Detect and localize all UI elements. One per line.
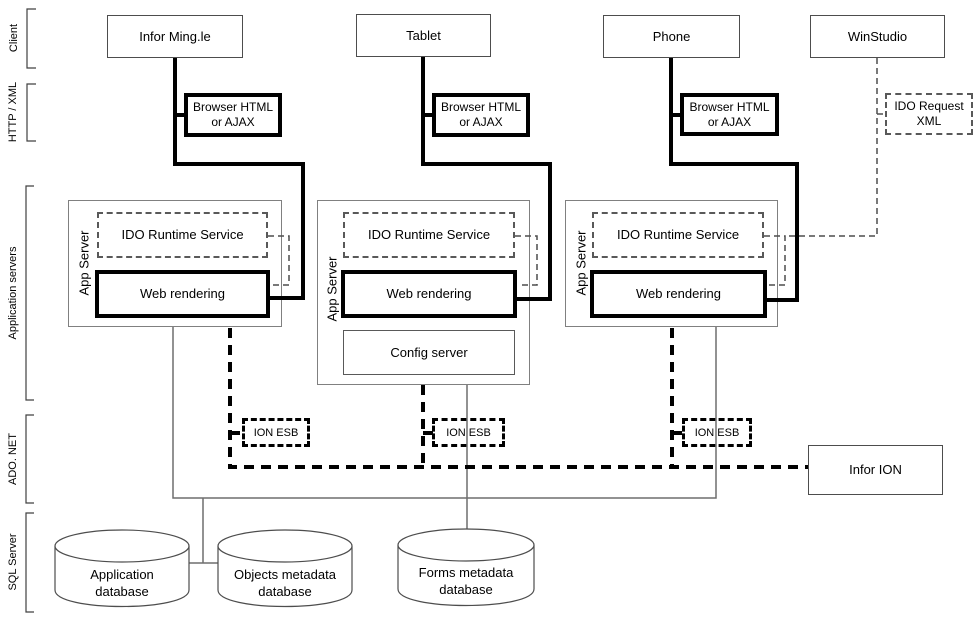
ion-esb-label: ION ESB [694, 426, 740, 439]
ion-esb-label: ION ESB [446, 426, 491, 439]
connector-winstudio-to-ido3 [785, 58, 878, 237]
client-label-winstudio: WinStudio [847, 28, 908, 44]
section-label-application-servers: Application servers [7, 246, 19, 340]
config-server-label: Config server [390, 344, 468, 360]
ido-runtime-service-label: IDO Runtime Service [616, 227, 740, 242]
bracket-sql-server [25, 512, 34, 613]
browser-html-box-1: Browser HTML or AJAX [184, 93, 282, 137]
section-brackets [25, 8, 36, 613]
database-label-line2: database [95, 584, 149, 599]
ido-request-line2: XML [916, 114, 942, 128]
browser-html-line1: Browser HTML [192, 100, 273, 114]
web-rendering-label: Web rendering [139, 286, 226, 301]
client-box-phone: Phone [603, 15, 740, 58]
web-rendering-label: Web rendering [635, 286, 722, 301]
web-rendering-label: Web rendering [386, 286, 472, 301]
app-server-label-3: App Server [573, 230, 589, 296]
ido-runtime-service-label: IDO Runtime Service [367, 227, 491, 242]
client-box-winstudio: WinStudio [810, 15, 945, 58]
ion-esb-box-2: ION ESB [432, 418, 505, 447]
config-server-box: Config server [343, 330, 515, 375]
database-label-line2: database [258, 584, 312, 599]
section-label-sql-server: SQL Server [7, 533, 19, 591]
ion-esb-box-3: ION ESB [682, 418, 752, 447]
database-label-line1: Objects metadata [234, 567, 336, 582]
bracket-http-xml [26, 83, 36, 142]
ido-runtime-service-box-1: IDO Runtime Service [97, 212, 268, 258]
section-label-client: Client [8, 23, 20, 53]
client-label-tablet: Tablet [406, 27, 441, 43]
ion-esb-box-1: ION ESB [242, 418, 310, 447]
ido-runtime-service-box-3: IDO Runtime Service [592, 212, 764, 258]
bracket-client [26, 8, 36, 69]
database-label-line2: database [439, 582, 493, 597]
bracket-application-servers [25, 185, 34, 401]
database-label-1: Application database [47, 566, 197, 600]
browser-html-line1: Browser HTML [440, 100, 521, 114]
web-rendering-box-1: Web rendering [95, 270, 270, 318]
browser-html-line2: or AJAX [211, 115, 255, 129]
infor-ion-label: Infor ION [849, 462, 902, 477]
ido-runtime-service-box-2: IDO Runtime Service [343, 212, 515, 258]
client-box-infor-mingle: Infor Ming.le [107, 15, 243, 58]
ion-esb-label: ION ESB [253, 426, 299, 439]
client-label-infor-mingle: Infor Ming.le [139, 28, 211, 44]
browser-html-box-3: Browser HTML or AJAX [680, 93, 779, 136]
client-label-phone: Phone [652, 28, 691, 44]
client-box-tablet: Tablet [356, 14, 491, 57]
web-rendering-box-3: Web rendering [590, 270, 767, 318]
web-rendering-box-2: Web rendering [341, 270, 517, 318]
ido-request-xml-box: IDO Request XML [885, 93, 973, 135]
bracket-ado-net [25, 414, 34, 504]
section-label-ado-net: ADO. NET [7, 433, 19, 485]
browser-html-line2: or AJAX [459, 115, 503, 129]
browser-html-line2: or AJAX [707, 114, 752, 129]
database-label-3: Forms metadata database [386, 564, 546, 598]
section-label-http-xml: HTTP / XML [7, 81, 19, 143]
app-server-label-1: App Server [76, 230, 92, 296]
ido-request-line1: IDO Request [894, 99, 964, 113]
ido-runtime-service-label: IDO Runtime Service [121, 227, 244, 242]
app-server-label-2: App Server [324, 256, 340, 322]
browser-html-box-2: Browser HTML or AJAX [432, 93, 530, 137]
database-label-line1: Application [90, 567, 154, 582]
database-label-line1: Forms metadata [418, 565, 514, 580]
infor-ion-box: Infor ION [808, 445, 943, 495]
database-label-2: Objects metadata database [205, 566, 365, 600]
browser-html-line1: Browser HTML [689, 99, 770, 114]
